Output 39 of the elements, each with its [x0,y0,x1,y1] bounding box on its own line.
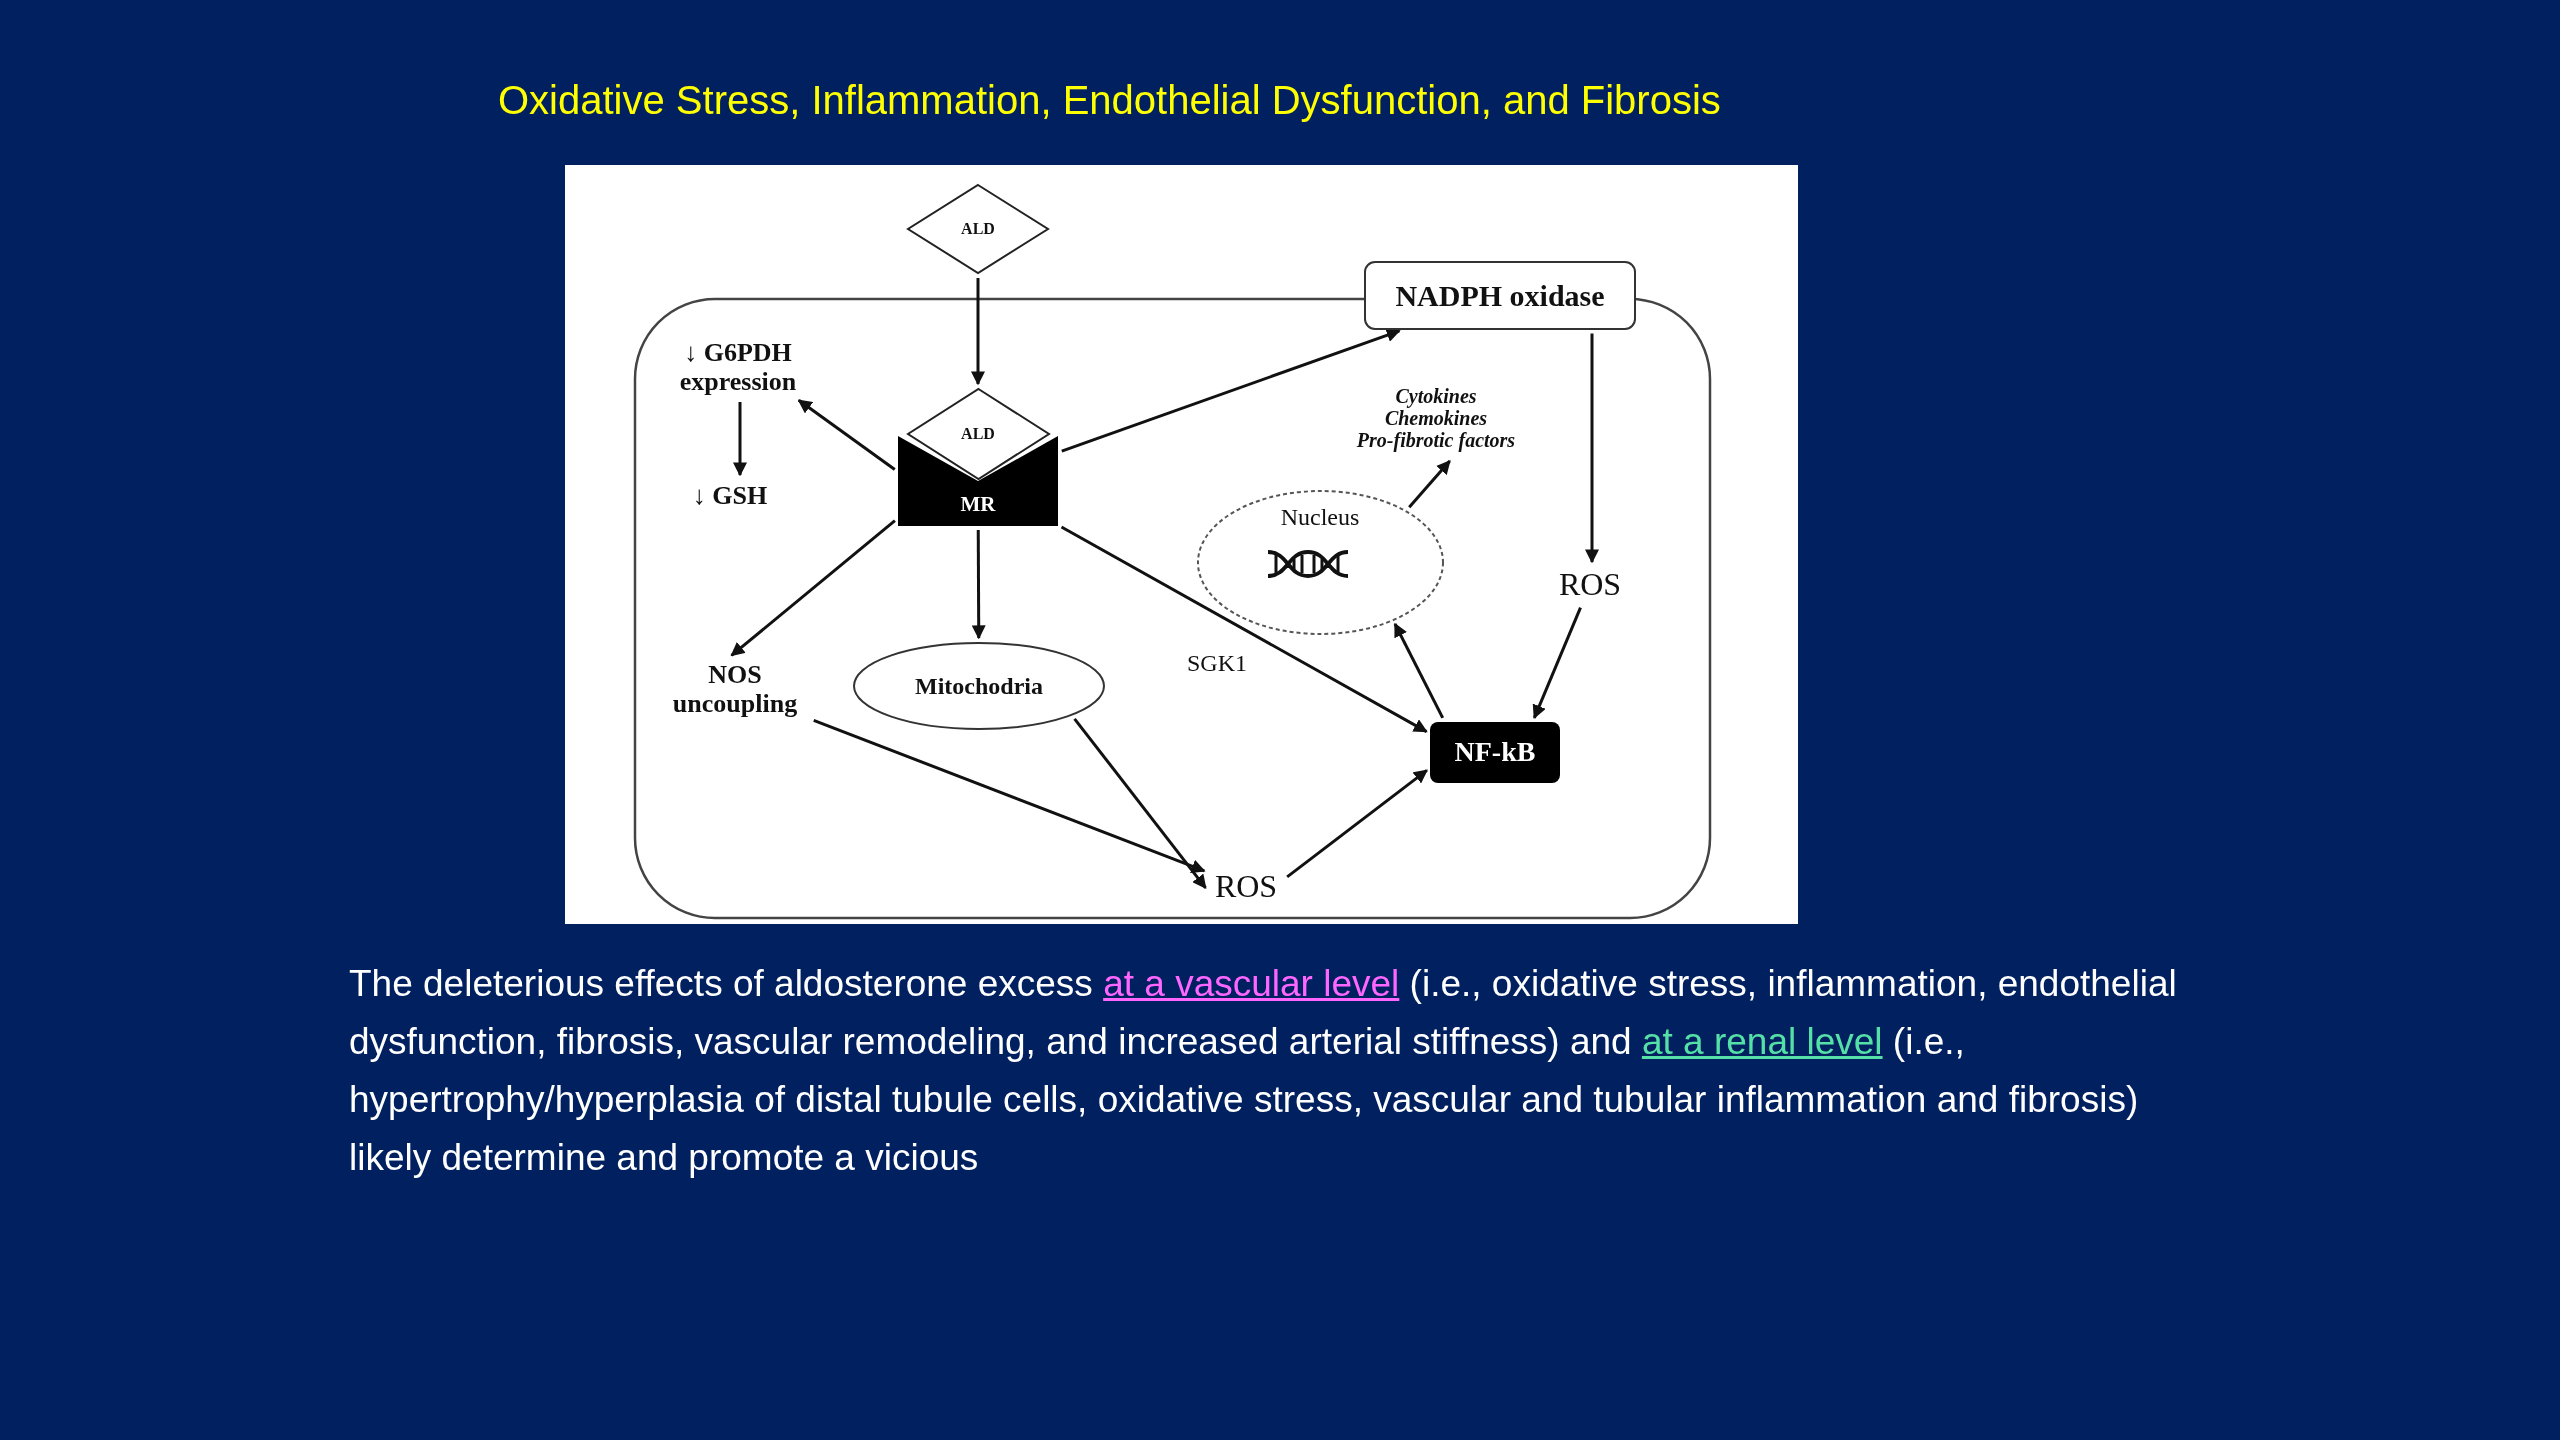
node-label: Nucleus [1280,503,1360,530]
organelle-ellipse [853,642,1105,730]
ligand-diamond [906,388,1050,480]
node-label: ALD [961,425,995,443]
arrow [971,530,986,640]
node-label: NF-kB [1454,736,1536,768]
node-label: ROS [1214,869,1278,905]
link: at a renal level [1641,1021,1883,1062]
node-label: MR [960,493,996,517]
node-label: Chemokines [1384,407,1488,429]
arrow [1585,333,1599,564]
arrow [971,278,985,386]
nucleus-ellipse [1196,489,1444,635]
caption-paragraph: The deleterious effects of aldosterone excess at a vascular level (i.e., oxidative stress, inflammation, endothelial dysfunction, fibrosis, vascular remodeling, and increased arterial stiffness) and at a renal level (i.e., hypertrophy/hyperplasia of distal tubule cells, oxidative stress, vascular and tubular inflammation and fibrosis) likely determine and promote a vicious [349,962,2178,1180]
slide-title: Oxidative Stress, Inflammation, Endothelial Dysfunction, and Fibrosis [498,78,1721,123]
arrow [1532,607,1582,720]
enzyme-box [1364,260,1636,330]
node-label: Pro-fibrotic factors [1356,429,1516,451]
arrow [1060,525,1428,733]
node-label: ALD [961,220,995,238]
arrow [1061,328,1401,453]
node-label: NOS uncoupling [671,661,799,719]
arrow [733,402,747,477]
arrow [730,519,896,657]
arrow [1393,622,1445,719]
arrow [1073,717,1207,889]
arrow [1286,769,1428,879]
arrow [813,718,1206,873]
factor-box [1430,721,1560,783]
arrow [797,399,896,471]
node-label: Cytokines [1395,385,1477,407]
node-label: ↓ G6PDH expression [678,339,798,397]
ligand-diamond [907,184,1049,274]
link: at a vascular level [1103,963,1400,1004]
node-label: ROS [1558,567,1622,603]
node-label: ↓ GSH [692,481,768,511]
node-label: Mitochodria [915,672,1043,700]
node-label: NADPH oxidase [1395,278,1605,312]
arrow [1408,459,1451,509]
